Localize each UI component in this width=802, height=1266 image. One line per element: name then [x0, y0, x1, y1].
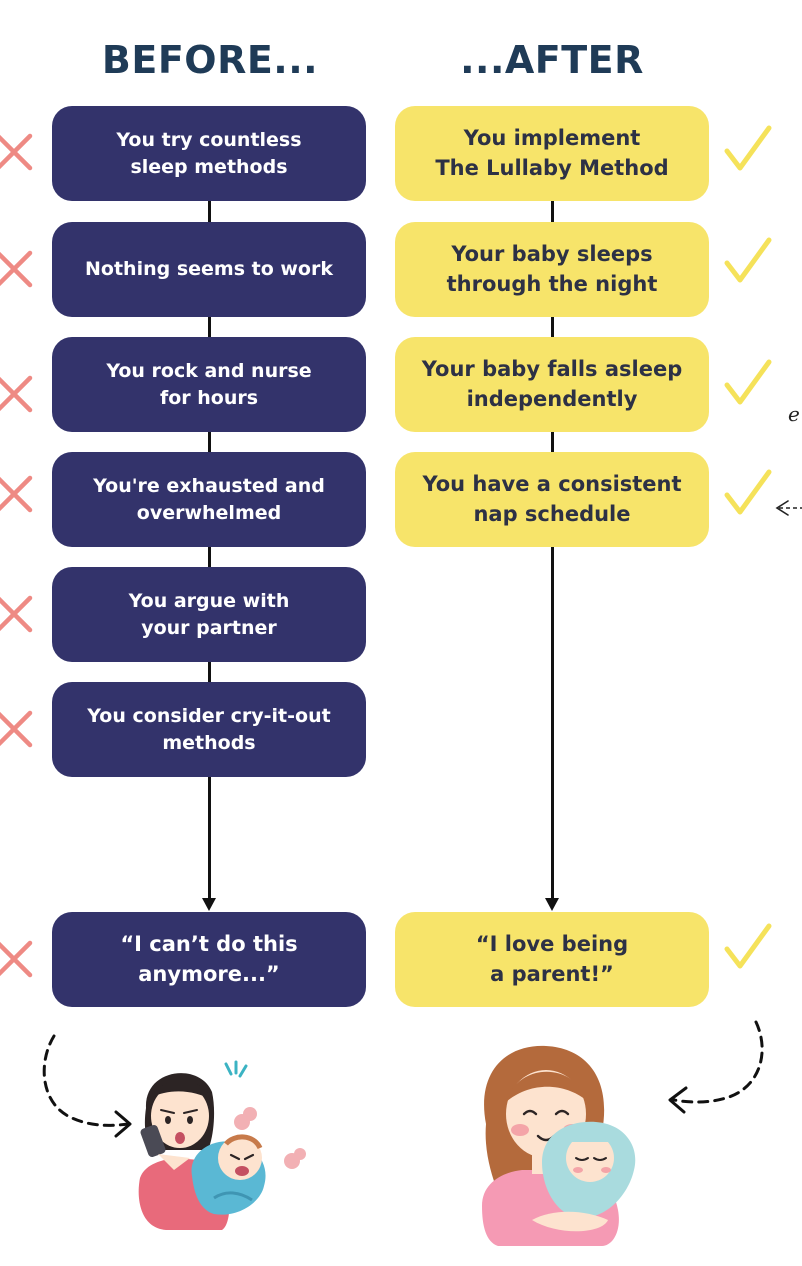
before-item-1-label: You try countless sleep methods [116, 128, 302, 178]
after-connector-arrowhead [545, 898, 559, 911]
after-item-1: You implement The Lullaby Method [395, 106, 709, 201]
before-item-4-label: You're exhausted and overwhelmed [93, 474, 325, 524]
before-item-5-label: You argue with your partner [128, 589, 290, 639]
after-item-1-label: You implement The Lullaby Method [435, 125, 669, 180]
stressed-mother-illustration [138, 1060, 306, 1230]
x-mark-icon [0, 250, 33, 288]
x-mark-icon [0, 133, 33, 171]
after-item-2-label: Your baby sleeps through the night [446, 241, 658, 296]
cropped-arrow-icon [775, 500, 802, 516]
before-item-3-label: You rock and nurse for hours [106, 359, 312, 409]
after-item-3: Your baby falls asleep independently [395, 337, 709, 432]
after-item-4: You have a consistent nap schedule [395, 452, 709, 547]
cropped-annotation-text: e [788, 402, 800, 426]
x-mark-icon [0, 710, 33, 748]
before-item-2-label: Nothing seems to work [85, 258, 333, 281]
happy-mother-illustration [482, 1045, 636, 1246]
check-mark-icon [724, 469, 772, 515]
before-item-6-label: You consider cry-it-out methods [87, 704, 331, 754]
before-item-4: You're exhausted and overwhelmed [52, 452, 366, 547]
x-mark-icon [0, 375, 33, 413]
x-mark-icon [0, 940, 33, 978]
before-final-quote-text: “I can’t do this anymore...” [120, 931, 298, 986]
check-mark-icon [724, 359, 772, 405]
x-mark-icon [0, 595, 33, 633]
before-final-quote: “I can’t do this anymore...” [52, 912, 366, 1007]
before-item-1: You try countless sleep methods [52, 106, 366, 201]
curly-arrow-right-icon [668, 1020, 764, 1114]
before-heading: BEFORE... [101, 38, 319, 82]
after-heading: ...AFTER [460, 38, 644, 82]
after-final-quote-text: “I love being a parent!” [475, 931, 629, 986]
check-mark-icon [724, 125, 772, 171]
before-item-5: You argue with your partner [52, 567, 366, 662]
after-item-3-label: Your baby falls asleep independently [421, 356, 683, 411]
check-mark-icon [724, 923, 772, 969]
check-mark-icon [724, 237, 772, 283]
curly-arrow-left-icon [42, 1034, 132, 1138]
before-connector-arrowhead [202, 898, 216, 911]
after-item-2: Your baby sleeps through the night [395, 222, 709, 317]
before-item-2: Nothing seems to work [52, 222, 366, 317]
before-item-6: You consider cry-it-out methods [52, 682, 366, 777]
after-final-quote: “I love being a parent!” [395, 912, 709, 1007]
after-item-4-label: You have a consistent nap schedule [422, 471, 682, 526]
before-item-3: You rock and nurse for hours [52, 337, 366, 432]
x-mark-icon [0, 475, 33, 513]
